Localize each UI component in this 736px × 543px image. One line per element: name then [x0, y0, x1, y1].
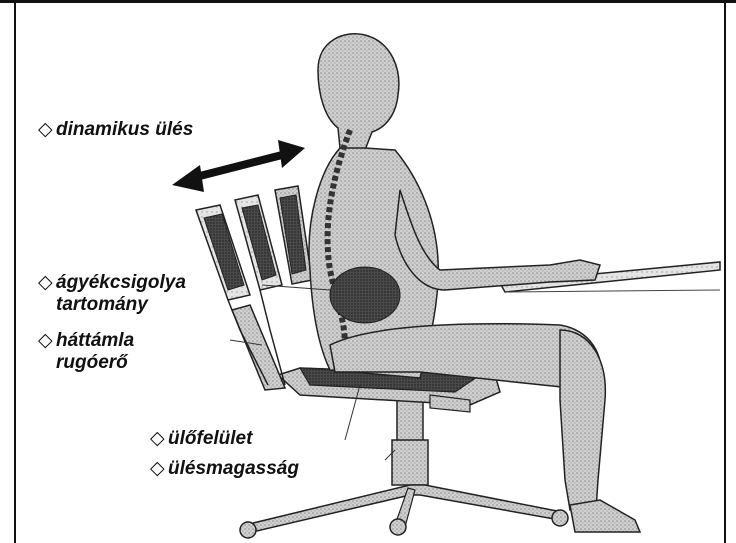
diamond-outline-icon: ◇ — [38, 272, 56, 294]
diamond-outline-icon: ◇ — [150, 428, 168, 450]
label-backrest-spring-force: ◇háttámla rugóerő — [38, 330, 134, 374]
label-dynamic-sitting: ◇dinamikus ülés — [38, 119, 193, 141]
diamond-outline-icon: ◇ — [150, 458, 168, 480]
diamond-outline-icon: ◇ — [38, 119, 56, 141]
double-arrow-icon — [172, 140, 305, 192]
label-seat-surface: ◇ülőfelület — [150, 428, 252, 450]
chair-backrest — [196, 186, 312, 390]
diamond-outline-icon: ◇ — [38, 330, 56, 352]
label-seat-height: ◇ülésmagasság — [150, 458, 299, 480]
label-lumbar-region: ◇ágyékcsigolya tartomány — [38, 272, 186, 316]
